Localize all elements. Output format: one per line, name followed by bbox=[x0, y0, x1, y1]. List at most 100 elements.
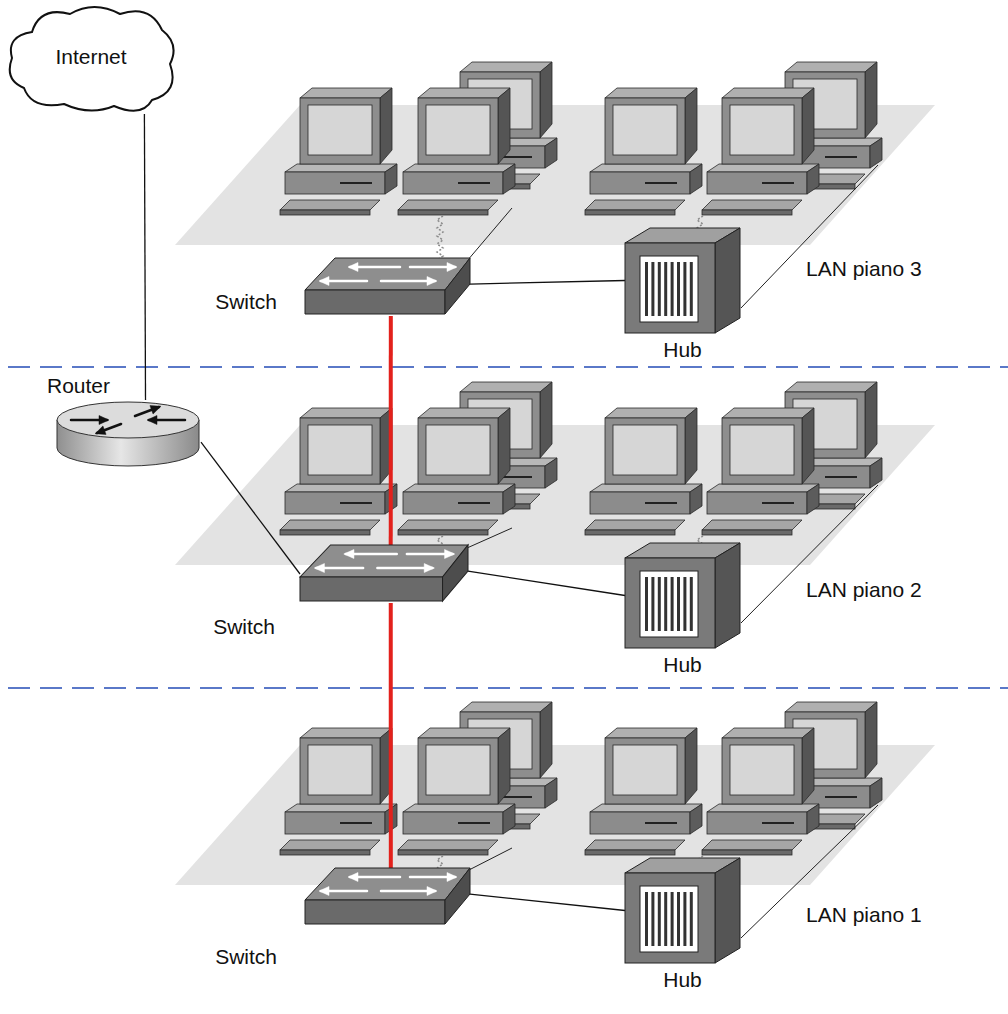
switch-arrow-head bbox=[348, 263, 358, 272]
keyboard-edge bbox=[585, 530, 675, 535]
system-unit bbox=[285, 172, 385, 194]
monitor-screen bbox=[613, 105, 677, 155]
computer bbox=[702, 408, 819, 535]
router-arrow-head bbox=[150, 406, 161, 414]
router-arrow-head bbox=[147, 416, 157, 425]
monitor-screen bbox=[730, 105, 794, 155]
cloud-outline bbox=[10, 7, 174, 111]
drive-slot bbox=[340, 502, 372, 504]
monitor-side bbox=[540, 382, 552, 458]
switch-front bbox=[305, 900, 445, 924]
floor-label-wrap: LAN piano 1 bbox=[806, 903, 922, 927]
computer bbox=[280, 728, 397, 855]
system-unit bbox=[707, 812, 807, 834]
network-link bbox=[468, 571, 625, 595]
monitor-top bbox=[722, 88, 814, 98]
monitor bbox=[418, 738, 498, 804]
network-link bbox=[201, 442, 300, 574]
hub-port bbox=[677, 892, 680, 946]
system-unit-side bbox=[690, 484, 702, 514]
switch-front bbox=[300, 577, 443, 601]
monitor-top bbox=[418, 408, 510, 418]
hub-side bbox=[715, 858, 740, 963]
drive-slot bbox=[825, 156, 857, 158]
drive-slot bbox=[645, 502, 677, 504]
computer bbox=[585, 408, 702, 535]
monitor-screen bbox=[613, 425, 677, 475]
hub-box: Hub bbox=[625, 543, 740, 648]
hub-panel bbox=[640, 256, 698, 322]
hub-port bbox=[658, 262, 661, 316]
system-unit-side bbox=[690, 804, 702, 834]
keyboard bbox=[702, 200, 802, 210]
monitor-side bbox=[865, 382, 877, 458]
switch-side bbox=[445, 868, 470, 924]
backbone-link bbox=[389, 603, 393, 868]
system-unit-top bbox=[707, 484, 819, 492]
system-unit-side bbox=[545, 778, 557, 808]
hub-port bbox=[658, 892, 661, 946]
drive-slot bbox=[458, 822, 490, 824]
switch-arrow-head bbox=[424, 564, 434, 573]
monitor-side bbox=[802, 408, 814, 484]
monitor bbox=[300, 98, 380, 164]
monitor-side bbox=[498, 728, 510, 804]
keyboard bbox=[702, 520, 802, 530]
hub-box-icon bbox=[625, 858, 740, 963]
drive-slot bbox=[645, 182, 677, 184]
floor-label: LAN piano 3 bbox=[806, 257, 922, 280]
system-unit-side bbox=[870, 778, 882, 808]
system-unit-side bbox=[545, 458, 557, 488]
keyboard-edge bbox=[398, 850, 488, 855]
hub-port bbox=[677, 577, 680, 631]
keyboard bbox=[280, 840, 380, 850]
hub-port bbox=[651, 577, 654, 631]
cable bbox=[467, 848, 512, 871]
network-link bbox=[144, 114, 145, 400]
monitor-screen bbox=[613, 745, 677, 795]
monitor bbox=[300, 738, 380, 804]
monitor-side bbox=[865, 62, 877, 138]
drive-slot bbox=[645, 822, 677, 824]
switch-arrow-head bbox=[344, 550, 354, 559]
keyboard bbox=[280, 520, 380, 530]
monitor-side bbox=[685, 408, 697, 484]
system-unit-side bbox=[807, 804, 819, 834]
keyboard-edge bbox=[585, 850, 675, 855]
floor-label-wrap: LAN piano 2 bbox=[806, 578, 922, 602]
monitor bbox=[418, 98, 498, 164]
node-label-wrap: Hub bbox=[625, 968, 740, 992]
system-unit-top bbox=[403, 484, 515, 492]
system-unit-side bbox=[870, 458, 882, 488]
internet-cloud: Internet bbox=[2, 0, 180, 114]
floor-divider bbox=[8, 687, 1008, 689]
monitor-side bbox=[802, 728, 814, 804]
monitor-side bbox=[498, 88, 510, 164]
system-unit bbox=[590, 172, 690, 194]
switch-box: Switch bbox=[300, 545, 468, 603]
computer bbox=[280, 88, 397, 215]
monitor-screen bbox=[426, 425, 490, 475]
monitor-top bbox=[460, 382, 552, 392]
switch-arrow-head bbox=[319, 887, 329, 896]
switch-arrow-head bbox=[427, 887, 437, 896]
hub-port bbox=[690, 577, 693, 631]
switch-arrow-head bbox=[314, 564, 324, 573]
system-unit-top bbox=[285, 804, 397, 812]
system-unit-side bbox=[503, 164, 515, 194]
system-unit-side bbox=[690, 164, 702, 194]
patch-cable bbox=[437, 536, 443, 544]
system-unit-side bbox=[870, 138, 882, 168]
device-label: Switch bbox=[213, 615, 275, 638]
computer bbox=[398, 408, 515, 535]
hub-port bbox=[690, 892, 693, 946]
system-unit bbox=[403, 812, 503, 834]
keyboard-edge bbox=[702, 530, 792, 535]
device-label: Switch bbox=[215, 290, 277, 313]
switch-top bbox=[305, 258, 470, 290]
switch-arrow-head bbox=[445, 550, 455, 559]
router-top bbox=[57, 402, 199, 438]
monitor-top bbox=[785, 62, 877, 72]
monitor bbox=[722, 738, 802, 804]
